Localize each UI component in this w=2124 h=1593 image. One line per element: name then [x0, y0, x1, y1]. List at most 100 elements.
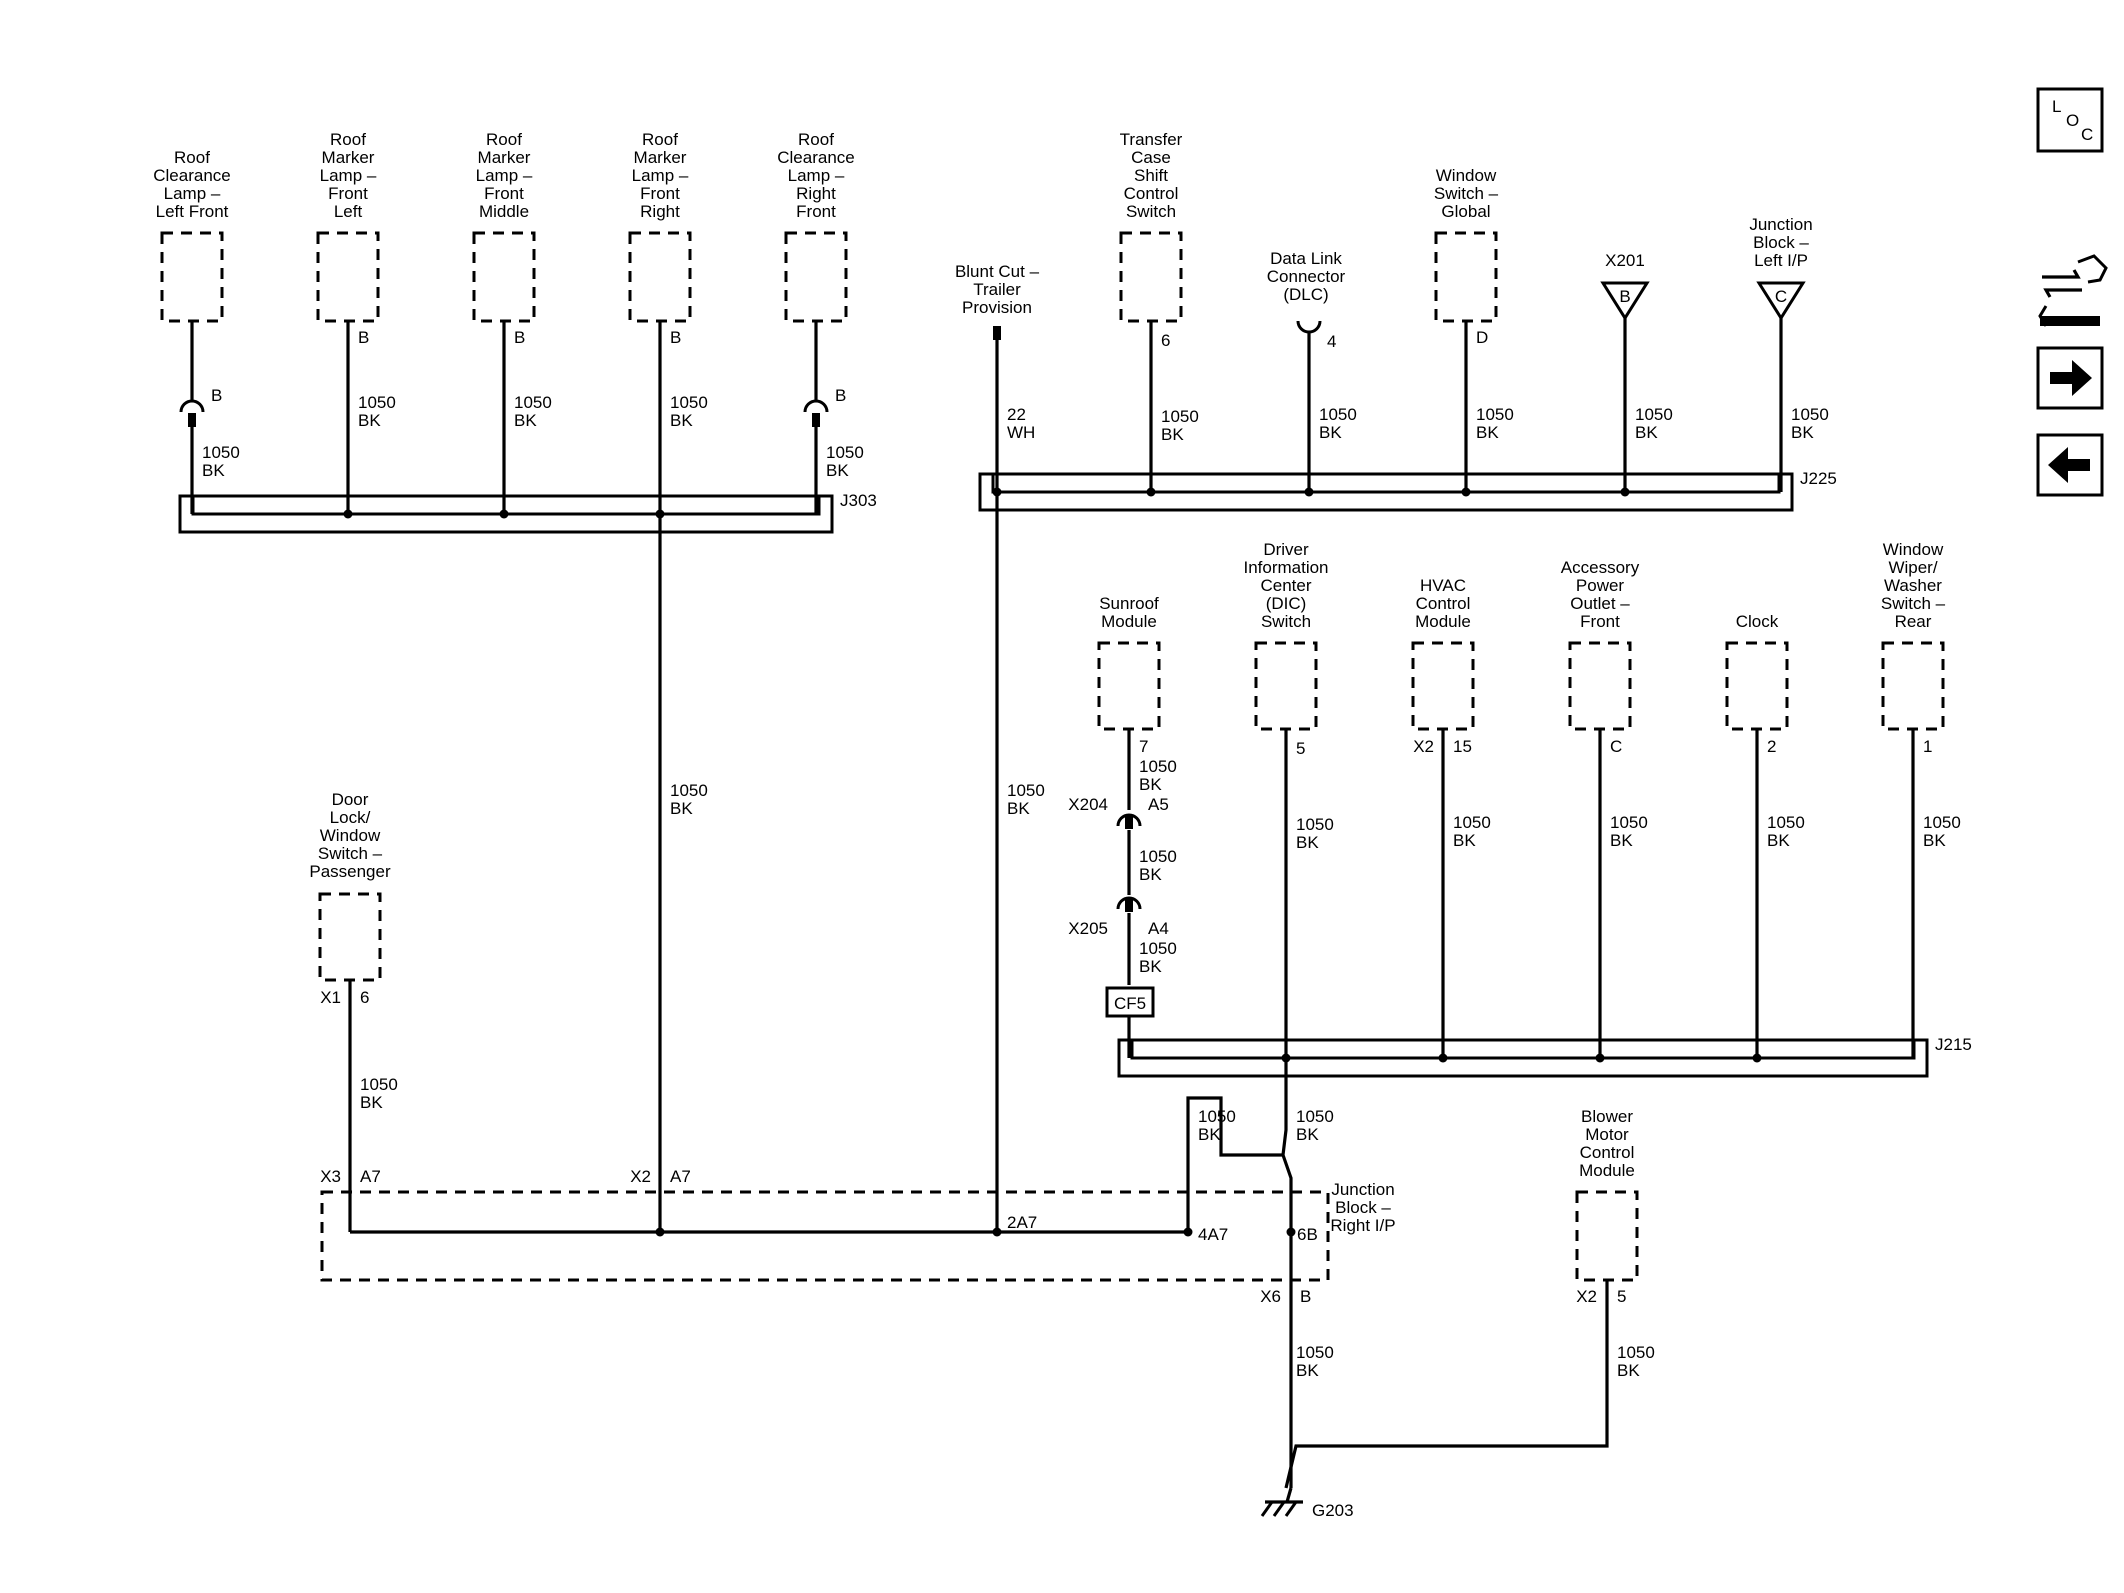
wire-color: BK: [1007, 799, 1030, 818]
conn-x2: X2: [630, 1167, 651, 1186]
wire-labels: 1050 BK 1050 BK 1050 BK 1050 BK 1050 BK …: [202, 393, 1961, 1380]
component-label-wiper-switch: Wiper/: [1888, 558, 1937, 577]
ground-label: G203: [1312, 1501, 1354, 1520]
component-label-wiper-switch: Rear: [1895, 612, 1932, 631]
component-label-window-switch-global: Switch –: [1434, 184, 1499, 203]
wire-gauge: 1050: [1617, 1343, 1655, 1362]
component-label-sunroof: Module: [1101, 612, 1157, 631]
loc-letter-o: O: [2066, 111, 2079, 130]
dic-switch-box: [1254, 641, 1318, 731]
component-label-roof-marker-fl: Marker: [322, 148, 375, 167]
component-label-hvac: Control: [1416, 594, 1471, 613]
roof-marker-lamp-fl-box: [316, 231, 380, 323]
schematic-info-icon[interactable]: [2038, 254, 2108, 327]
component-label-roof-marker-fl: Lamp –: [320, 166, 377, 185]
conn-x3: X3: [320, 1167, 341, 1186]
pin-jbl: C: [1775, 287, 1787, 306]
loc-button[interactable]: L O C: [2036, 87, 2104, 153]
loc-icon[interactable]: [2036, 87, 2104, 153]
wire-color: BK: [1617, 1361, 1640, 1380]
conn-hvac: X2: [1413, 737, 1434, 756]
component-label-junction-block-left: Left I/P: [1754, 251, 1808, 270]
wire-gauge: 1050: [1296, 1343, 1334, 1362]
wire-gauge: 1050: [1007, 781, 1045, 800]
component-label-blower-motor: Motor: [1585, 1125, 1629, 1144]
pin-rcrf: B: [835, 386, 846, 405]
wiper-washer-switch-box: [1881, 641, 1945, 731]
component-label-roof-marker-fm: Lamp –: [476, 166, 533, 185]
component-label-door-lock-switch: Door: [332, 790, 369, 809]
component-label-window-switch-global: Window: [1436, 166, 1497, 185]
component-label-transfer-case: Shift: [1134, 166, 1168, 185]
pin-6b: 6B: [1297, 1225, 1318, 1244]
splice-j303-label: J303: [840, 491, 877, 510]
door-lock-window-switch-box: [318, 892, 382, 982]
roof-clearance-lamp-lf-box: [160, 231, 224, 323]
component-label-junction-block-right: Block –: [1335, 1198, 1391, 1217]
cf5-label: CF5: [1114, 994, 1146, 1013]
component-label-junction-block-right: Junction: [1331, 1180, 1394, 1199]
wire-color: BK: [1139, 775, 1162, 794]
sunroof-module-box: [1097, 641, 1161, 731]
component-label-transfer-case: Switch: [1126, 202, 1176, 221]
component-label-transfer-case: Case: [1131, 148, 1171, 167]
pin-labels: B B B B B 6 4 D B C 7 X204 A5 X205 A4 5 …: [211, 287, 1932, 1306]
component-label-hvac: HVAC: [1420, 576, 1466, 595]
next-arrow-button[interactable]: [2036, 346, 2104, 410]
pin-2a7: 2A7: [1007, 1213, 1037, 1232]
wire-gauge: 1050: [514, 393, 552, 412]
wire-gauge: 1050: [1319, 405, 1357, 424]
wire-gauge: 1050: [358, 393, 396, 412]
component-label-window-switch-global: Global: [1441, 202, 1490, 221]
component-label-accessory-power: Accessory: [1561, 558, 1640, 577]
component-label-door-lock-switch: Lock/: [330, 808, 371, 827]
component-label-wiper-switch: Window: [1883, 540, 1944, 559]
previous-arrow-button[interactable]: [2036, 433, 2104, 497]
splice-j215-label: J215: [1935, 1035, 1972, 1054]
wire-color: BK: [1296, 1125, 1319, 1144]
wire-gauge: 1050: [1610, 813, 1648, 832]
wire-color: BK: [670, 799, 693, 818]
component-label-junction-block-left: Block –: [1753, 233, 1809, 252]
pin-wsg: D: [1476, 328, 1488, 347]
blower-motor-control-module-box: [1575, 1190, 1639, 1282]
accessory-power-outlet-box: [1568, 641, 1632, 731]
component-label-clock: Clock: [1736, 612, 1779, 631]
ground-g203-icon: [1260, 1487, 1303, 1517]
wire-color: BK: [1767, 831, 1790, 850]
wire-gauge: 1050: [1139, 757, 1177, 776]
wire-color: BK: [1296, 1361, 1319, 1380]
splice-dots: [343, 487, 1762, 1237]
inline-connectors: [179, 320, 1322, 912]
wire-color: BK: [1161, 425, 1184, 444]
wire-color: BK: [202, 461, 225, 480]
cf5-box: [1105, 986, 1155, 1018]
wire-color: BK: [1198, 1125, 1221, 1144]
wire-color: BK: [670, 411, 693, 430]
component-label-wiper-switch: Washer: [1884, 576, 1942, 595]
wire-color: BK: [1139, 957, 1162, 976]
component-label-roof-clearance-rf: Right: [796, 184, 836, 203]
wire-gauge: 1050: [202, 443, 240, 462]
component-boxes: [160, 231, 1945, 1282]
component-label-roof-clearance-lf: Clearance: [153, 166, 231, 185]
component-label-junction-block-right: Right I/P: [1330, 1216, 1395, 1235]
component-label-wiper-switch: Switch –: [1881, 594, 1946, 613]
component-label-blower-motor: Blower: [1581, 1107, 1633, 1126]
triangle-connectors: [1600, 281, 1806, 321]
wire-color: BK: [1635, 423, 1658, 442]
component-label-roof-marker-fl: Left: [334, 202, 363, 221]
wire-gauge: 1050: [1296, 815, 1334, 834]
component-label-roof-marker-fr: Marker: [634, 148, 687, 167]
component-label-roof-marker-fm: Marker: [478, 148, 531, 167]
wire-gauge-blunt: 22: [1007, 405, 1026, 424]
component-label-roof-clearance-rf: Roof: [798, 130, 834, 149]
pin-wiper: 1: [1923, 737, 1932, 756]
splice-j225-inner: [991, 472, 1781, 494]
loc-letter-l: L: [2052, 97, 2061, 116]
pin-dic: 5: [1296, 739, 1305, 758]
roof-marker-lamp-fm-box: [472, 231, 536, 323]
component-label-blunt-cut: Blunt Cut –: [955, 262, 1040, 281]
